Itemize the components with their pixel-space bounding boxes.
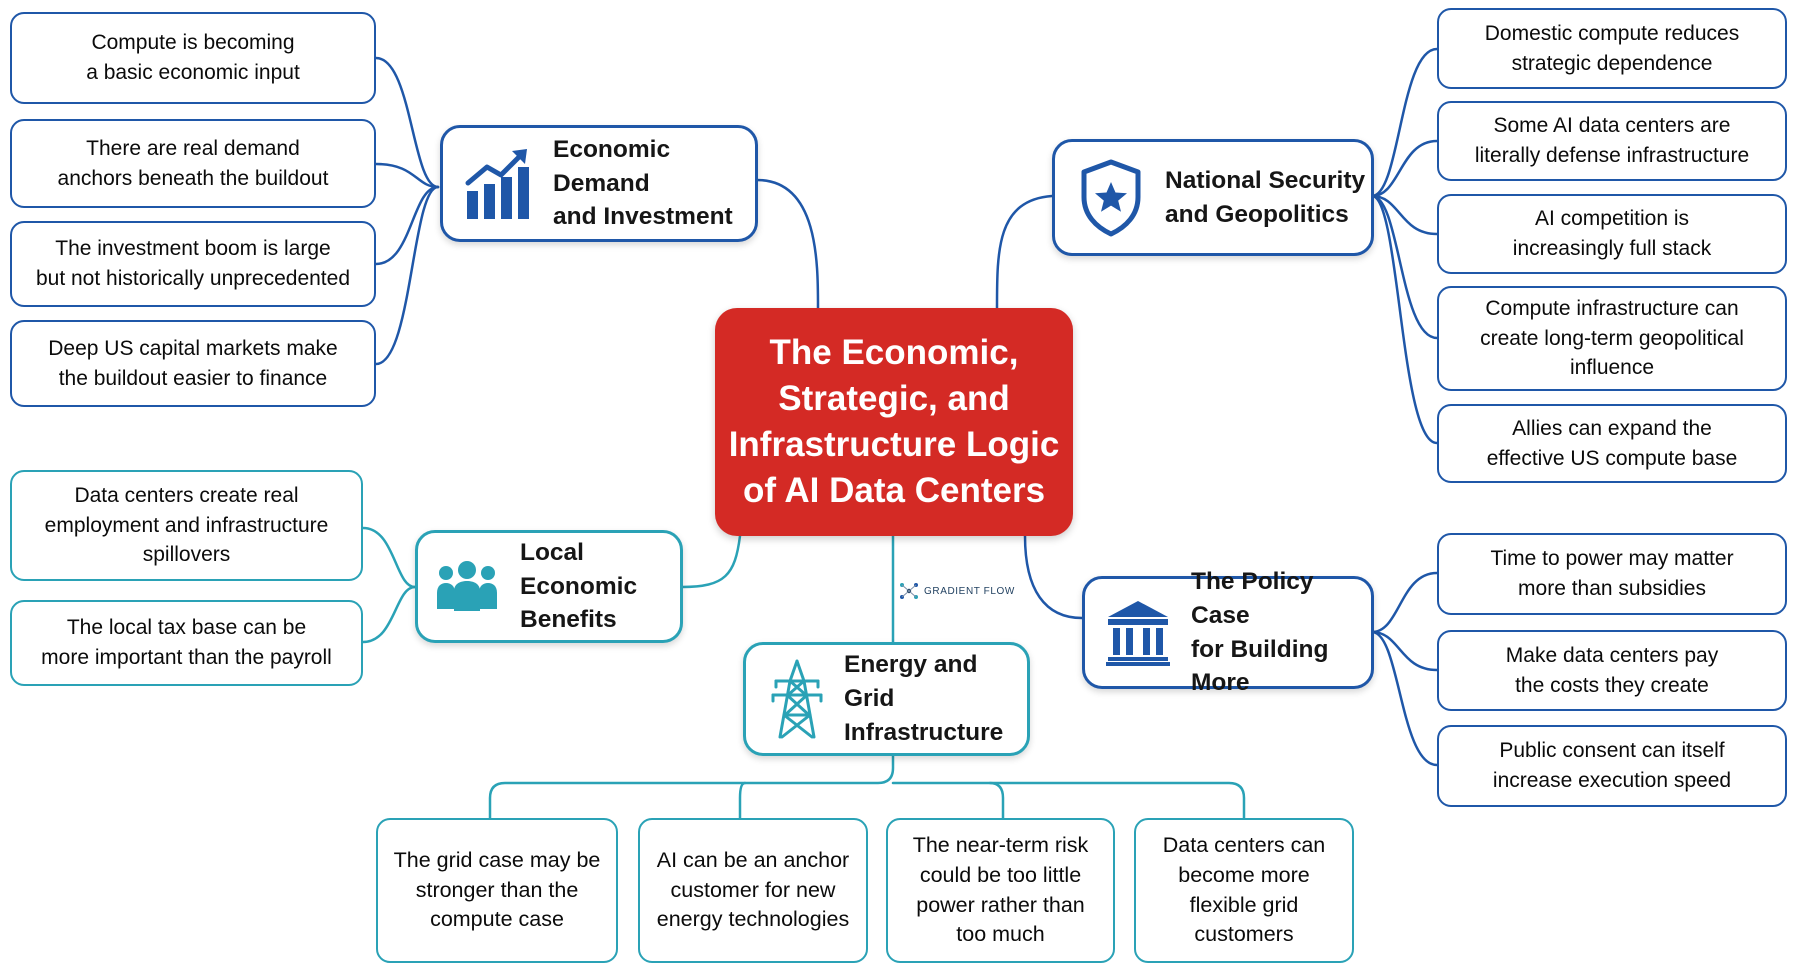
branch-energy-title: Energy and Grid Infrastructure: [844, 651, 1004, 746]
branch-economic-demand[interactable]: Economic Demand and Investment: [440, 125, 758, 242]
leaf-energy-2[interactable]: AI can be an anchor customer for new ene…: [638, 818, 868, 963]
leaf-energy-4[interactable]: Data centers can become more flexible gr…: [1134, 818, 1354, 963]
brand-logo-icon: [900, 583, 918, 599]
leaf-economic-3[interactable]: The investment boom is large but not his…: [10, 221, 376, 307]
branch-national-security[interactable]: National Security and Geopolitics: [1052, 139, 1374, 256]
leaf-policy-2[interactable]: Make data centers pay the costs they cre…: [1437, 630, 1787, 711]
branch-energy-grid[interactable]: Energy and Grid Infrastructure: [743, 642, 1030, 756]
branch-local-title: Local Economic Benefits: [520, 538, 638, 634]
leaf-energy-1[interactable]: The grid case may be stronger than the c…: [376, 818, 618, 963]
central-topic: The Economic, Strategic, and Infrastruct…: [715, 308, 1073, 536]
security-connectors: [995, 47, 1439, 445]
branch-economic-title: Economic Demand and Investment: [553, 135, 733, 231]
people-group-icon: [436, 560, 498, 613]
leaf-security-1[interactable]: Domestic compute reduces strategic depen…: [1437, 8, 1787, 89]
energy-connectors: [488, 534, 1246, 820]
power-tower-icon: [770, 659, 824, 739]
branch-security-title: National Security and Geopolitics: [1165, 166, 1366, 228]
brand-watermark: GRADIENT FLOW: [899, 582, 1015, 600]
brand-label: GRADIENT FLOW: [924, 585, 1015, 597]
leaf-economic-2[interactable]: There are real demand anchors beneath th…: [10, 119, 376, 208]
government-building-icon: [1105, 599, 1171, 667]
leaf-security-5[interactable]: Allies can expand the effective US compu…: [1437, 404, 1787, 483]
growth-chart-icon: [463, 147, 533, 221]
branch-local-economic[interactable]: Local Economic Benefits: [415, 530, 683, 643]
branch-policy-title: The Policy Case for Building More: [1191, 567, 1329, 697]
leaf-local-1[interactable]: Data centers create real employment and …: [10, 470, 363, 581]
economic-connectors: [374, 56, 820, 366]
local-connectors: [361, 526, 742, 644]
leaf-policy-3[interactable]: Public consent can itself increase execu…: [1437, 725, 1787, 807]
branch-policy-case[interactable]: The Policy Case for Building More: [1082, 568, 1374, 696]
leaf-local-2[interactable]: The local tax base can be more important…: [10, 600, 363, 686]
leaf-security-2[interactable]: Some AI data centers are literally defen…: [1437, 101, 1787, 181]
leaf-policy-1[interactable]: Time to power may matter more than subsi…: [1437, 533, 1787, 615]
policy-connectors: [1023, 534, 1439, 767]
leaf-security-3[interactable]: AI competition is increasingly full stac…: [1437, 194, 1787, 274]
leaf-economic-4[interactable]: Deep US capital markets make the buildou…: [10, 320, 376, 407]
leaf-security-4[interactable]: Compute infrastructure can create long-t…: [1437, 286, 1787, 391]
shield-star-icon: [1079, 159, 1143, 237]
leaf-economic-1[interactable]: Compute is becoming a basic economic inp…: [10, 12, 376, 104]
leaf-energy-3[interactable]: The near-term risk could be too little p…: [886, 818, 1115, 963]
